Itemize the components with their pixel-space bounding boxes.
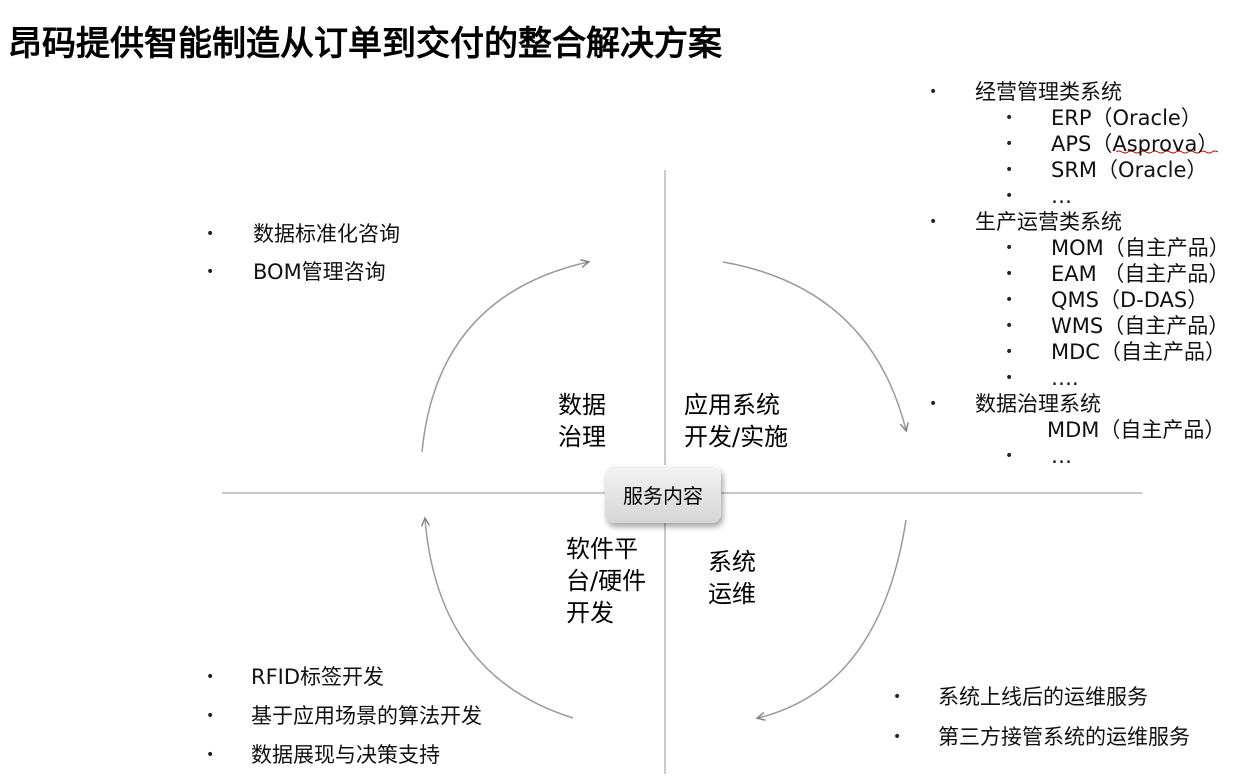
quadrant-label-line: 应用系统 xyxy=(684,391,780,419)
list-item-text: 数据标准化咨询 xyxy=(253,222,400,246)
system-group-label: 经营管理类系统 xyxy=(975,80,1122,104)
bullet-icon: • xyxy=(1005,240,1014,256)
list-item-text: BOM管理咨询 xyxy=(253,260,386,284)
bullet-icon: • xyxy=(893,729,902,745)
system-item-label: MDM（自主产品） xyxy=(1047,418,1226,442)
system-item-label: …. xyxy=(1051,366,1079,390)
spellcheck-squiggle xyxy=(1115,150,1219,154)
list-item-text: RFID标签开发 xyxy=(251,665,385,689)
quadrant-label-app-development: 应用系统 开发/实施 xyxy=(684,389,788,453)
bullet-icon: • xyxy=(1005,188,1014,204)
system-item: • APS（Asprova） xyxy=(929,131,1244,157)
bullet-icon: • xyxy=(1005,448,1014,464)
system-item: • ERP（Oracle） xyxy=(929,105,1244,131)
bullet-icon: • xyxy=(1005,318,1014,334)
system-item-label: EAM （自主产品） xyxy=(1051,262,1230,286)
bullet-icon: • xyxy=(929,214,938,230)
list-item-text: 系统上线后的运维服务 xyxy=(938,685,1148,709)
quadrant-label-data-governance: 数据 治理 xyxy=(558,389,606,453)
bullet-icon: • xyxy=(1005,370,1014,386)
bullet-icon: • xyxy=(1005,110,1014,126)
system-item-label: QMS（D-DAS） xyxy=(1051,288,1209,312)
system-item-label: APS（Asprova） xyxy=(1051,132,1219,156)
system-group-label: 生产运营类系统 xyxy=(975,210,1122,234)
system-item-label: SRM（Oracle） xyxy=(1051,158,1208,182)
list-item-text: 数据展现与决策支持 xyxy=(251,743,440,767)
bullet-icon: • xyxy=(1005,162,1014,178)
system-group-title: • 经营管理类系统 xyxy=(929,79,1244,105)
system-item: • … xyxy=(929,183,1244,209)
systems-list: • 经营管理类系统 • ERP（Oracle） • APS（Asprova） •… xyxy=(929,79,1244,469)
system-item: • SRM（Oracle） xyxy=(929,157,1244,183)
quadrant-label-line: 数据 xyxy=(558,391,606,419)
system-item: • EAM （自主产品） xyxy=(929,261,1244,287)
quadrant-label-line: 开发/实施 xyxy=(684,423,789,451)
quadrant-label-line: 治理 xyxy=(558,423,606,451)
list-item-text: 第三方接管系统的运维服务 xyxy=(938,725,1190,749)
bullet-icon: • xyxy=(929,84,938,100)
bullet-icon: • xyxy=(1005,344,1014,360)
system-item-label: WMS（自主产品） xyxy=(1051,314,1230,338)
cycle-arrow-top-right xyxy=(722,261,906,430)
system-item: • QMS（D-DAS） xyxy=(929,287,1244,313)
system-group-title: • 数据治理系统 xyxy=(929,391,1244,417)
system-item-label: … xyxy=(1051,184,1072,208)
system-item: • MOM（自主产品） xyxy=(929,235,1244,261)
cycle-arrow-bottom-right xyxy=(758,519,907,718)
bullet-icon: • xyxy=(206,669,215,685)
quadrant-label-line: 开发 xyxy=(566,599,614,627)
system-group-label: 数据治理系统 xyxy=(975,392,1101,416)
bullet-icon: • xyxy=(1005,136,1014,152)
quadrant-label-system-ops: 系统 运维 xyxy=(708,546,756,610)
page-title: 昂码提供智能制造从订单到交付的整合解决方案 xyxy=(8,24,722,64)
system-item: • … xyxy=(929,443,1244,469)
system-group-title: • 生产运营类系统 xyxy=(929,209,1244,235)
system-item-label: MOM（自主产品） xyxy=(1051,236,1230,260)
center-service-box: 服务内容 xyxy=(605,465,721,523)
bullet-icon: • xyxy=(206,747,215,763)
list-item-text: 基于应用场景的算法开发 xyxy=(251,704,482,728)
system-item-label: … xyxy=(1051,444,1072,468)
bullet-icon: • xyxy=(893,689,902,705)
bullet-icon: • xyxy=(929,396,938,412)
system-item-label: MDC（自主产品） xyxy=(1051,340,1226,364)
quadrant-label-line: 软件平 xyxy=(566,535,638,563)
quadrant-label-line: 系统 xyxy=(708,548,756,576)
quadrant-label-line: 运维 xyxy=(708,580,756,608)
quadrant-label-platform-hardware: 软件平 台/硬件 开发 xyxy=(566,533,646,629)
quadrant-label-line: 台/硬件 xyxy=(566,567,647,595)
center-label: 服务内容 xyxy=(623,483,703,508)
cycle-arrow-bottom-left xyxy=(425,519,574,719)
bullet-icon: • xyxy=(1005,266,1014,282)
system-item: • …. xyxy=(929,365,1244,391)
bullet-icon: • xyxy=(1005,292,1014,308)
bullet-icon: • xyxy=(206,708,215,724)
bullet-icon: • xyxy=(206,264,215,280)
system-item: • MDC（自主产品） xyxy=(929,339,1244,365)
system-item: • WMS（自主产品） xyxy=(929,313,1244,339)
system-item: MDM（自主产品） xyxy=(929,417,1244,443)
cycle-arrow-top-left xyxy=(421,262,588,453)
system-item-label: ERP（Oracle） xyxy=(1051,106,1202,130)
bullet-icon: • xyxy=(206,226,215,242)
